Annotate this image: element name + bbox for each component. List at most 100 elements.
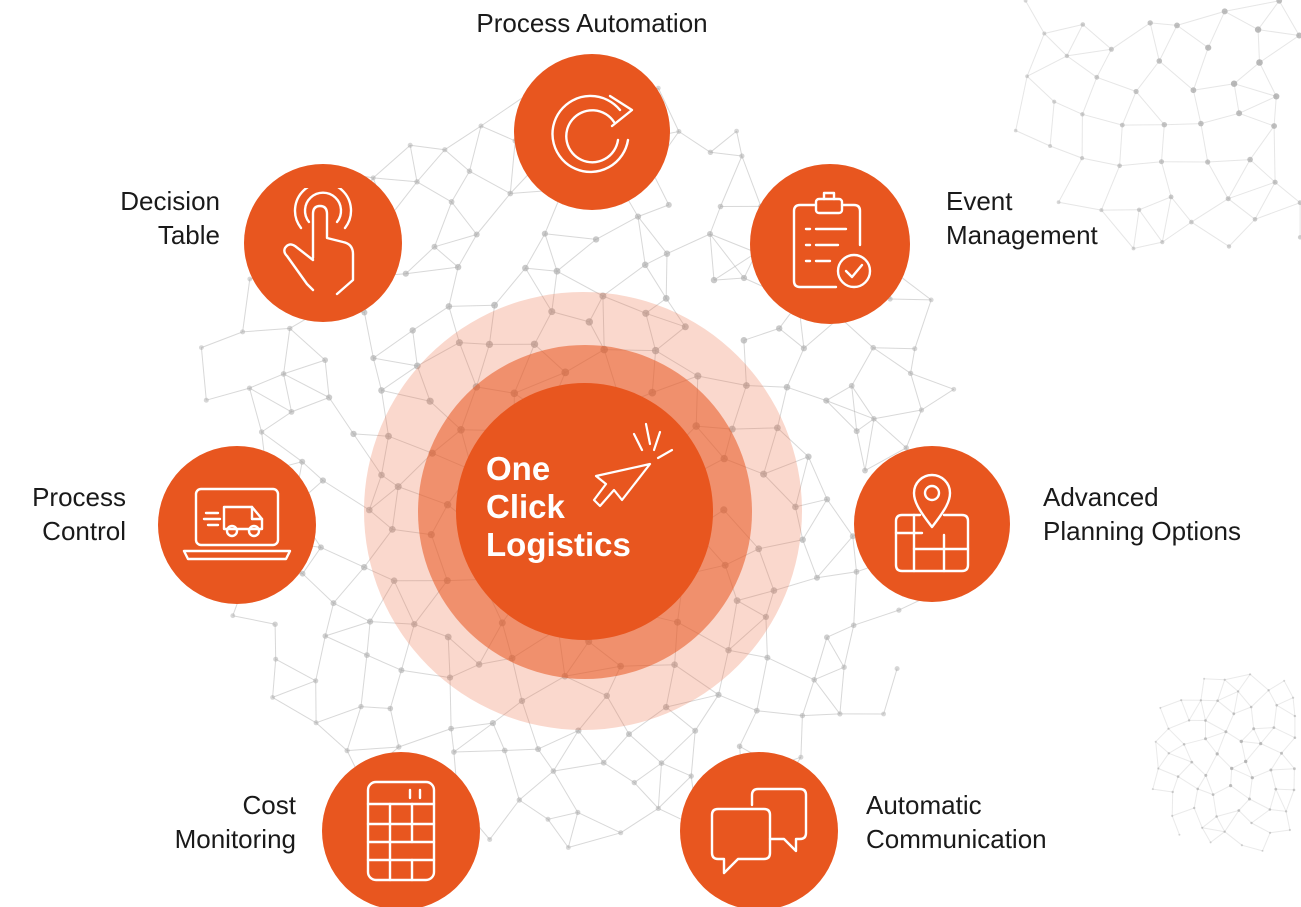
mesh-node — [272, 621, 278, 627]
mesh-edge — [1168, 743, 1185, 754]
mesh-edge — [1260, 727, 1275, 744]
mesh-edge — [1233, 83, 1277, 97]
mesh-node — [1293, 736, 1297, 739]
mesh-node — [431, 243, 438, 250]
mesh-edge — [1200, 112, 1240, 125]
mesh-node — [1167, 752, 1171, 755]
mesh-edge — [366, 654, 402, 671]
mesh-node — [1205, 159, 1211, 165]
mesh-edge — [519, 799, 549, 820]
mesh-node — [1273, 93, 1280, 100]
automatic-communication-node[interactable] — [680, 752, 838, 907]
mesh-edge — [1233, 62, 1260, 85]
process-control-node[interactable] — [158, 446, 316, 604]
mesh-node — [1147, 20, 1153, 26]
advanced-planning-options-node[interactable] — [854, 446, 1010, 602]
mesh-edge — [795, 498, 828, 508]
mesh-node — [367, 618, 374, 625]
mesh-edge — [200, 347, 207, 401]
mesh-node — [1201, 826, 1204, 829]
mesh-edge — [802, 713, 840, 717]
mesh-node — [1237, 809, 1241, 812]
mesh-edge — [1262, 832, 1271, 852]
mesh-node — [1292, 788, 1296, 792]
mesh-node — [688, 773, 694, 779]
decision-table-node[interactable] — [244, 164, 402, 322]
mesh-edge — [1230, 785, 1250, 800]
mesh-edge — [412, 305, 450, 331]
mesh-edge — [665, 694, 719, 708]
mesh-node — [518, 697, 526, 705]
mesh-edge — [398, 728, 452, 748]
process-automation-node[interactable] — [514, 54, 670, 210]
mesh-edge — [389, 670, 402, 709]
mesh-edge — [1216, 816, 1226, 832]
mesh-node — [485, 340, 493, 348]
mesh-edge — [1207, 159, 1251, 163]
mesh-node — [448, 725, 454, 732]
mesh-node — [1133, 88, 1139, 95]
mesh-edge — [1168, 728, 1185, 745]
calculator-icon — [366, 780, 436, 882]
mesh-edge — [1224, 673, 1251, 681]
mesh-edge — [1200, 700, 1206, 721]
mesh-edge — [1238, 95, 1277, 114]
mesh-edge — [709, 206, 721, 235]
event-management-label: Event Management — [946, 184, 1098, 252]
mesh-node — [912, 346, 918, 352]
mesh-edge — [552, 770, 579, 813]
mesh-edge — [521, 700, 539, 750]
mesh-edge — [655, 350, 699, 377]
mesh-edge — [261, 431, 303, 463]
mesh-edge — [1049, 101, 1055, 147]
mesh-node — [740, 274, 748, 282]
mesh-node — [313, 720, 319, 726]
mesh-edge — [1150, 22, 1178, 26]
mesh-edge — [1238, 798, 1250, 811]
mesh-edge — [802, 499, 828, 540]
mesh-edge — [544, 233, 558, 272]
cost-monitoring-node[interactable] — [322, 752, 480, 907]
mesh-node — [1056, 200, 1061, 205]
mesh-edge — [718, 650, 729, 695]
mesh-edge — [645, 312, 686, 328]
mesh-node — [1168, 194, 1174, 200]
mesh-node — [1268, 808, 1272, 811]
mesh-edge — [644, 253, 668, 266]
mesh-edge — [469, 170, 511, 194]
mesh-edge — [1193, 788, 1199, 809]
mesh-edge — [1152, 788, 1173, 793]
mesh-edge — [1216, 753, 1233, 769]
mesh-edge — [1015, 76, 1028, 131]
mesh-edge — [401, 669, 451, 679]
mesh-node — [725, 647, 732, 654]
mesh-edge — [567, 812, 579, 848]
mesh-node — [1108, 46, 1114, 52]
mesh-edge — [777, 427, 809, 458]
mesh-edge — [1138, 196, 1172, 211]
mesh-edge — [1270, 752, 1282, 771]
small-globe-mesh — [1151, 673, 1297, 852]
mesh-edge — [453, 722, 494, 753]
mesh-node — [755, 545, 763, 553]
mesh-node — [1023, 0, 1028, 3]
mesh-edge — [826, 499, 854, 537]
event-management-node[interactable] — [750, 164, 910, 324]
mesh-node — [881, 711, 886, 717]
mesh-edge — [743, 340, 747, 386]
mesh-edge — [1224, 810, 1240, 832]
mesh-edge — [434, 201, 453, 247]
automatic-communication-label-line-1: Automatic — [866, 790, 982, 820]
mesh-node — [739, 153, 745, 159]
mesh-edge — [1225, 731, 1242, 742]
mesh-edge — [1217, 679, 1226, 701]
mesh-edge — [853, 609, 900, 626]
hub-circle[interactable] — [456, 383, 713, 640]
map-pin-icon — [894, 473, 970, 573]
mesh-edge — [773, 577, 818, 592]
mesh-edge — [414, 623, 449, 638]
mesh-edge — [302, 573, 334, 604]
mesh-node — [1267, 689, 1270, 692]
mesh-edge — [1157, 753, 1170, 769]
mesh-edge — [416, 365, 431, 402]
